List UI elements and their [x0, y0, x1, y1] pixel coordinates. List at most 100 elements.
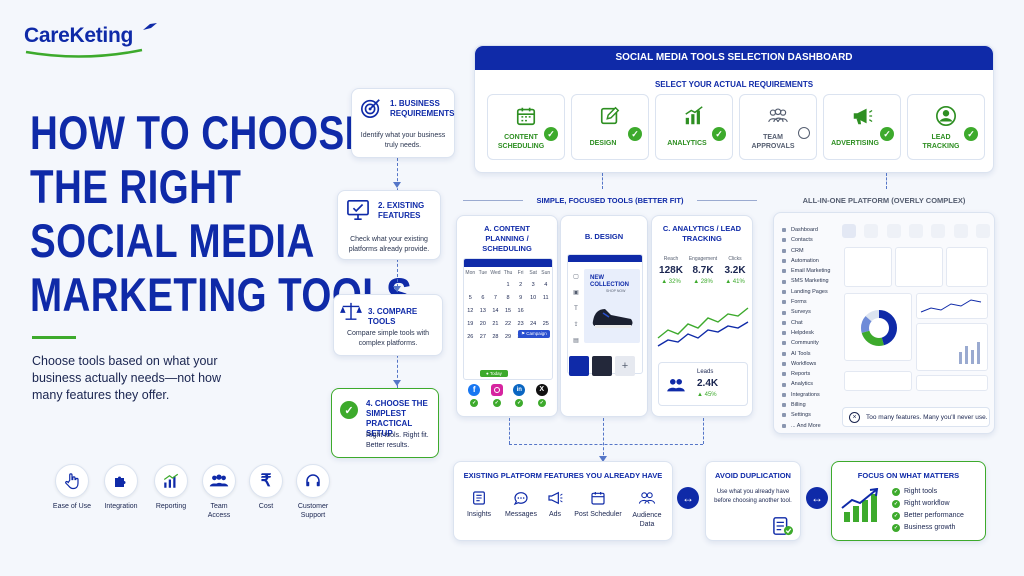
- calendar-day[interactable]: 21: [492, 321, 499, 327]
- menu-item[interactable]: Analytics: [782, 379, 840, 389]
- check-icon: ✓: [492, 399, 501, 407]
- calendar-day[interactable]: 9: [519, 295, 523, 301]
- requirement-design[interactable]: DESIGN ✓: [571, 94, 649, 160]
- toolbar-team-icon[interactable]: [975, 224, 990, 238]
- frame-tool-icon[interactable]: ▢: [573, 274, 579, 280]
- menu-item-label: SMS Marketing: [791, 278, 829, 285]
- hero-title: HOW TO CHOOSE THE RIGHT SOCIAL MEDIA MAR…: [30, 106, 496, 322]
- menu-item-icon: [782, 289, 786, 294]
- calendar-day[interactable]: 13: [479, 308, 486, 314]
- headset-icon: [306, 474, 320, 487]
- menu-item[interactable]: CRM: [782, 246, 840, 256]
- all-in-one-heading: ALL-IN-ONE PLATFORM (OVERLY COMPLEX): [774, 196, 994, 205]
- add-thumbnail-icon[interactable]: +: [615, 356, 635, 376]
- requirement-content-scheduling[interactable]: CONTENT SCHEDULING ✓: [487, 94, 565, 160]
- menu-item[interactable]: ... And More: [782, 421, 840, 431]
- calendar-day[interactable]: 24: [530, 321, 537, 327]
- design-canvas[interactable]: NEW COLLECTION SHOP NOW: [584, 269, 640, 343]
- calendar-day[interactable]: 16: [517, 308, 524, 314]
- weekday: Wed: [490, 270, 501, 276]
- calendar-day[interactable]: 23: [517, 321, 524, 327]
- menu-item[interactable]: Automation: [782, 256, 840, 266]
- calendar-day[interactable]: 4: [544, 282, 548, 288]
- requirement-analytics[interactable]: ANALYTICS ✓: [655, 94, 733, 160]
- menu-item-icon: [782, 259, 786, 264]
- calendar-day[interactable]: 6: [481, 295, 485, 301]
- focus-item: ✓Right workflow: [892, 498, 964, 510]
- toolbar-chart-icon[interactable]: [886, 224, 901, 238]
- rupee-icon: ₹: [260, 471, 272, 490]
- menu-item[interactable]: Email Marketing: [782, 266, 840, 276]
- menu-item[interactable]: Dashboard: [782, 225, 840, 235]
- calendar-day[interactable]: 22: [504, 321, 512, 327]
- facebook-icon[interactable]: f: [468, 384, 481, 396]
- calendar-day[interactable]: 27: [479, 334, 486, 340]
- calendar-day[interactable]: 28: [492, 334, 499, 340]
- image-tool-icon[interactable]: ▣: [573, 290, 579, 296]
- calendar-day[interactable]: 11: [542, 295, 549, 301]
- x-icon[interactable]: X: [535, 384, 548, 396]
- toolbar-edit-icon[interactable]: [864, 224, 879, 238]
- focus-item-label: Right tools: [904, 488, 938, 495]
- menu-item-label: Reports: [791, 371, 811, 378]
- calendar-day[interactable]: 26: [467, 334, 474, 340]
- menu-item[interactable]: Helpdesk: [782, 328, 840, 338]
- menu-item[interactable]: SMS Marketing: [782, 276, 840, 286]
- focus-item-label: Right workflow: [904, 500, 950, 507]
- menu-item[interactable]: Reports: [782, 369, 840, 379]
- dashboard-header-text: SOCIAL MEDIA TOOLS SELECTION DASHBOARD: [615, 52, 853, 63]
- requirement-advertising[interactable]: ADVERTISING ✓: [823, 94, 901, 160]
- metric-value: 128K: [659, 265, 683, 276]
- menu-item[interactable]: Community: [782, 338, 840, 348]
- feature-label: Messages: [505, 511, 537, 518]
- calendar-day[interactable]: 19: [467, 321, 474, 327]
- calendar-day[interactable]: 1: [506, 282, 510, 288]
- instagram-icon[interactable]: [490, 384, 503, 396]
- menu-item-label: Billing: [791, 402, 806, 409]
- menu-item[interactable]: AI Tools: [782, 349, 840, 359]
- menu-item[interactable]: Settings: [782, 410, 840, 420]
- criteria-integration: [104, 464, 138, 498]
- menu-item[interactable]: Landing Pages: [782, 287, 840, 297]
- calendar-day[interactable]: 14: [492, 308, 499, 314]
- menu-item[interactable]: Chat: [782, 318, 840, 328]
- menu-item[interactable]: Integrations: [782, 390, 840, 400]
- toolbar-megaphone-icon[interactable]: [908, 224, 923, 238]
- thumbnail-1[interactable]: [569, 356, 589, 376]
- calendar-day[interactable]: 2: [519, 282, 523, 288]
- calendar-day[interactable]: 15: [504, 308, 512, 314]
- campaign-badge[interactable]: ⚑ Campaign: [518, 330, 550, 338]
- requirement-lead-tracking[interactable]: LEAD TRACKING ✓: [907, 94, 985, 160]
- calendar-day[interactable]: 29: [504, 334, 512, 340]
- bottom-connector-v3: [603, 418, 604, 460]
- calendar-day[interactable]: 10: [530, 295, 537, 301]
- toolbar-lock-icon[interactable]: [953, 224, 968, 238]
- menu-item[interactable]: Contacts: [782, 235, 840, 245]
- feature-label: Post Scheduler: [574, 511, 622, 518]
- text-tool-icon[interactable]: T: [574, 306, 578, 312]
- menu-item[interactable]: Forms: [782, 297, 840, 307]
- menu-item[interactable]: Workflows: [782, 359, 840, 369]
- requirement-team-approvals[interactable]: TEAM APPROVALS: [739, 94, 817, 160]
- today-badge[interactable]: ● Today: [480, 370, 508, 377]
- toolbar-person-icon[interactable]: [931, 224, 946, 238]
- toolbar-user-icon[interactable]: [842, 224, 856, 238]
- calendar-day[interactable]: 7: [493, 295, 497, 301]
- calendar-day[interactable]: 20: [479, 321, 486, 327]
- thumbnail-2[interactable]: [592, 356, 612, 376]
- calendar-day[interactable]: 25: [542, 321, 549, 327]
- linkedin-icon[interactable]: in: [513, 384, 526, 396]
- upload-tool-icon[interactable]: ⇪: [573, 322, 579, 328]
- menu-item[interactable]: Surveys: [782, 307, 840, 317]
- folder-tool-icon[interactable]: ▤: [573, 338, 579, 344]
- menu-item[interactable]: Billing: [782, 400, 840, 410]
- weekday: Fri: [517, 270, 524, 276]
- calendar-day[interactable]: 3: [531, 282, 535, 288]
- calendar-day[interactable]: 5: [468, 295, 472, 301]
- hero-title-line-2: THE RIGHT: [30, 160, 242, 213]
- weekday: Sun: [541, 270, 551, 276]
- calendar-day[interactable]: 12: [467, 308, 474, 314]
- calendar-header-bar: [464, 259, 552, 267]
- calendar-day[interactable]: 8: [506, 295, 510, 301]
- existing-features-title: EXISTING PLATFORM FEATURES YOU ALREADY H…: [463, 471, 663, 480]
